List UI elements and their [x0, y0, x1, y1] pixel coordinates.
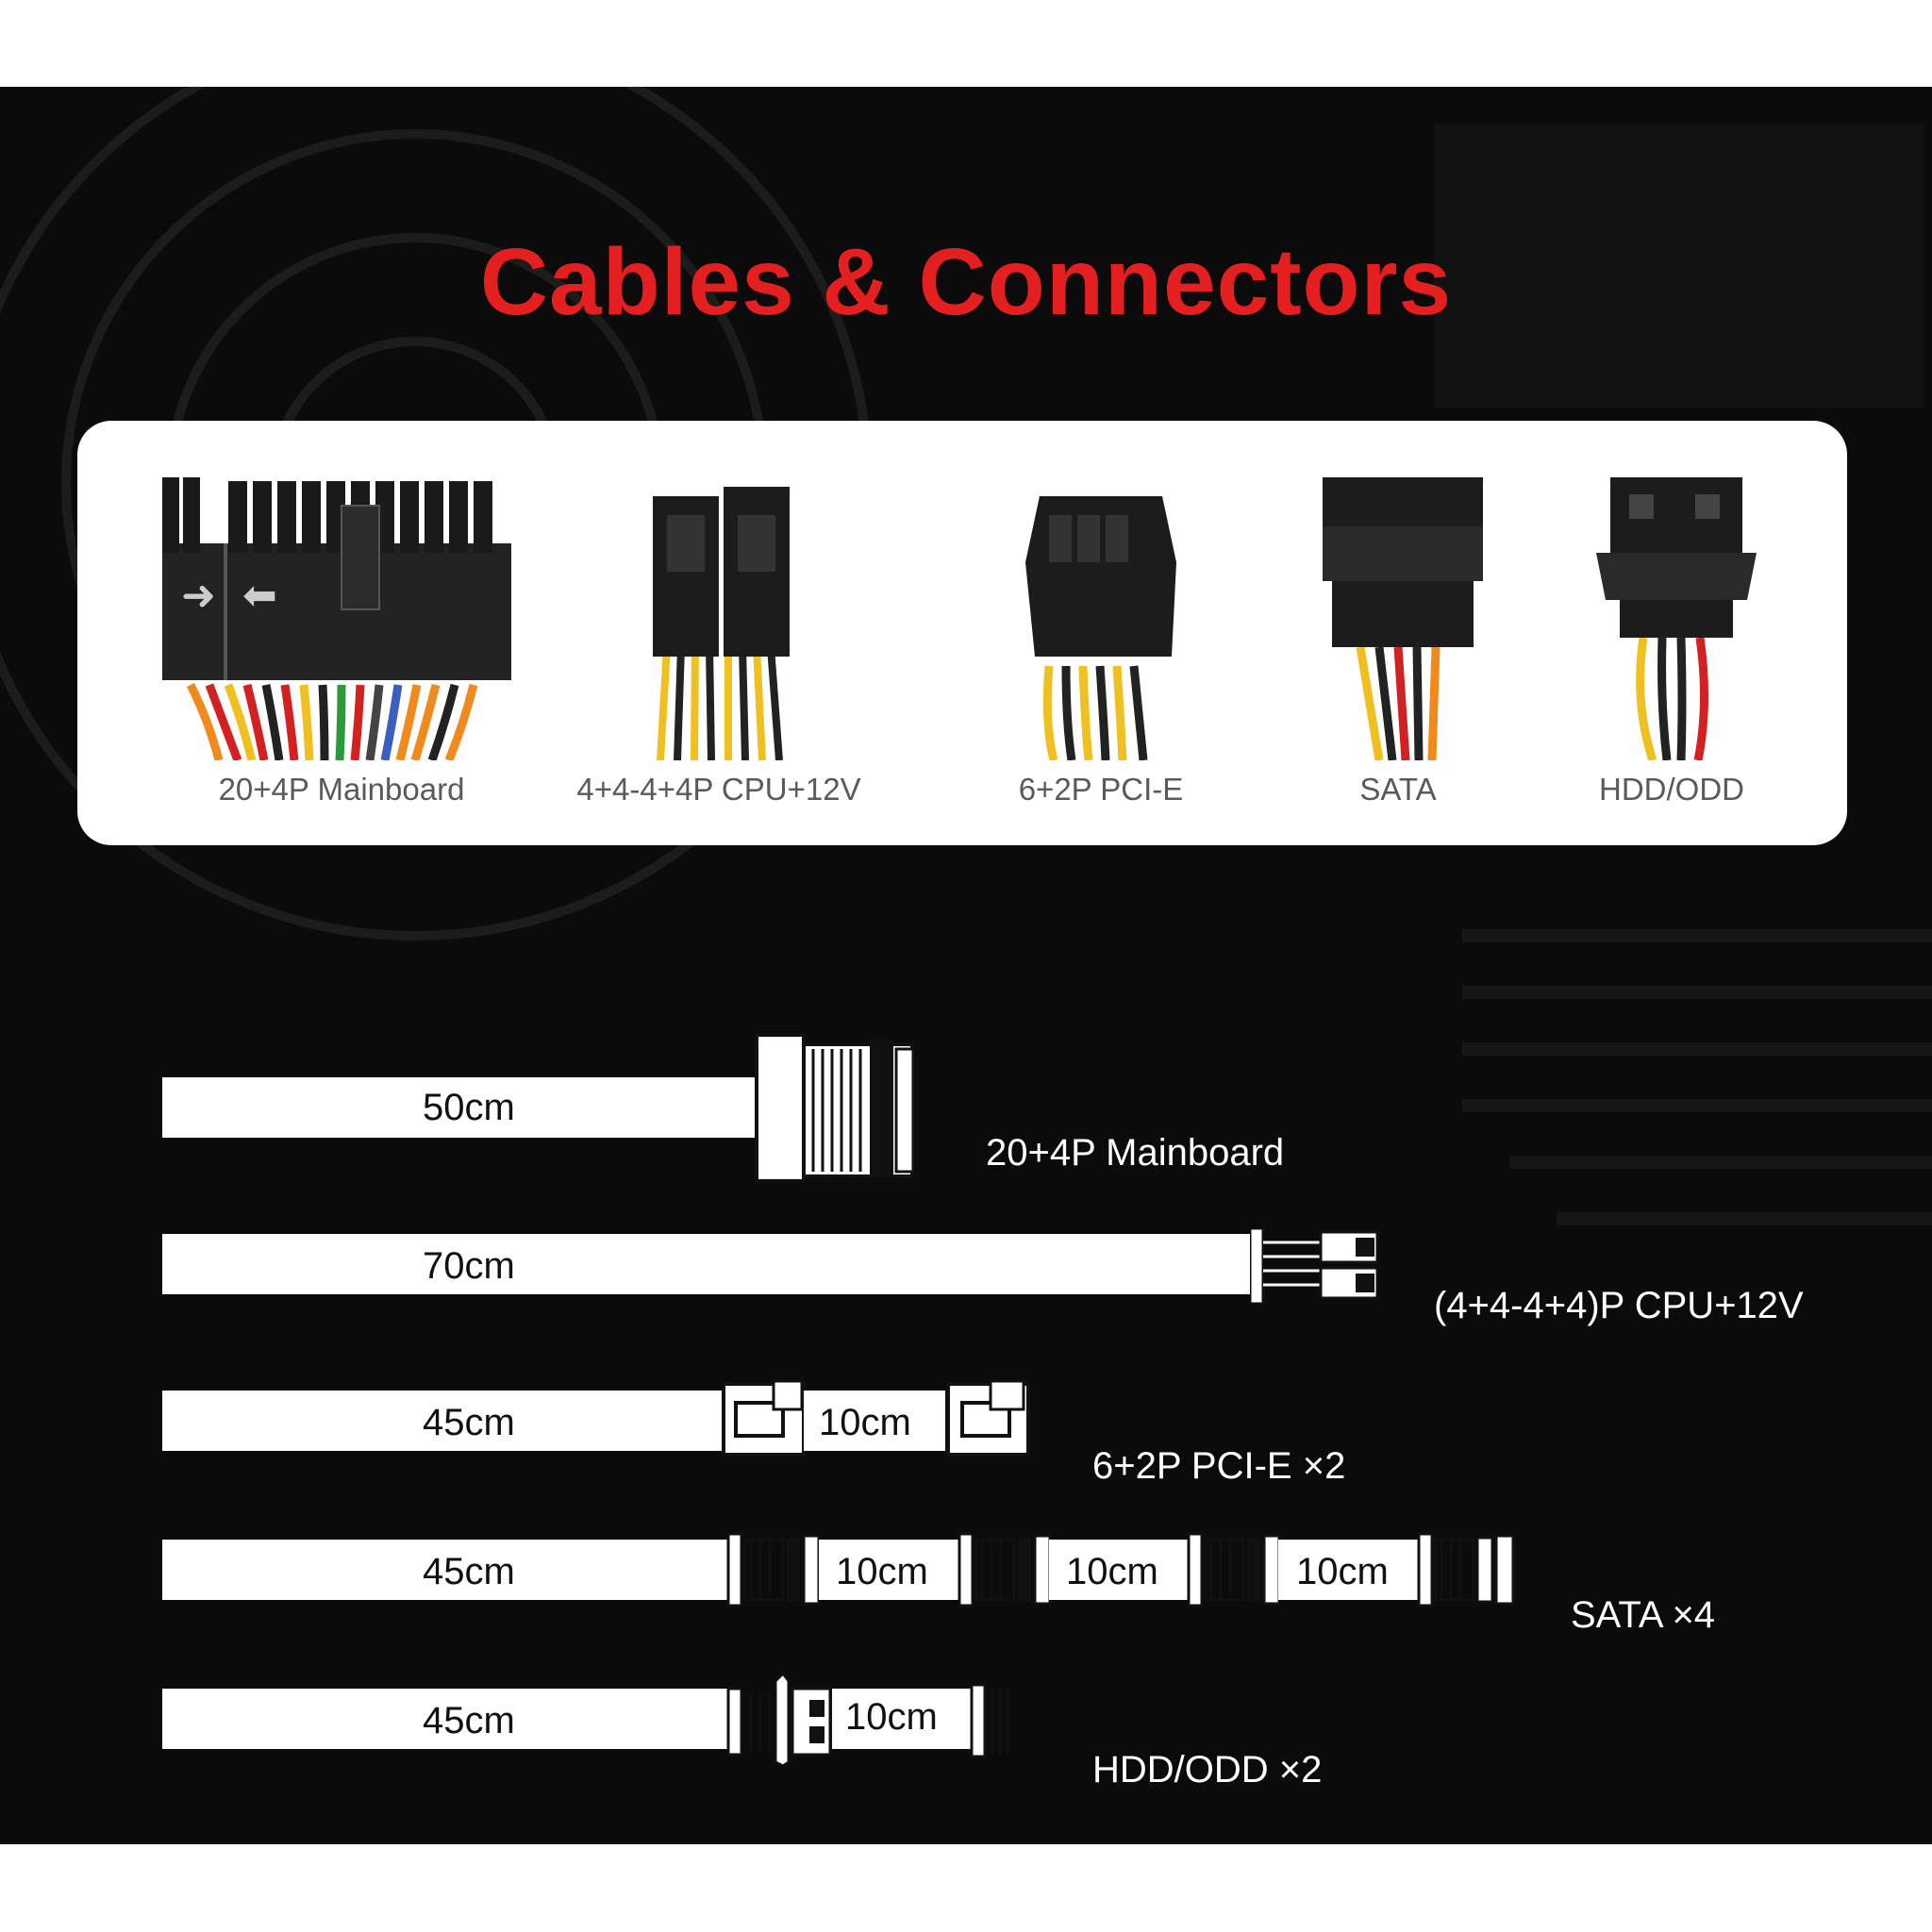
cable-label: SATA ×4 [1571, 1594, 1716, 1636]
cable-bar [832, 1689, 974, 1749]
sata-plug-icon [726, 1532, 821, 1607]
sata-plug-icon [1187, 1532, 1281, 1607]
cable-label: 6+2P PCI-E ×2 [1092, 1445, 1346, 1487]
cpu-connector-icon [653, 487, 790, 760]
cable-label: HDD/ODD ×2 [1092, 1749, 1323, 1790]
connector-label: 6+2P PCI-E [1018, 772, 1184, 807]
cable-row-cpu: 70cm (4+4-4+4)P CPU+12V [0, 1181, 1932, 1326]
connector-label: HDD/ODD [1599, 772, 1744, 807]
mainboard-plug-icon [755, 1033, 915, 1183]
cable-row-hdd: 45cm 10cm HDD/ODD ×2 [0, 1634, 1932, 1790]
cable-bar [162, 1689, 728, 1749]
sata-connector-icon [1323, 477, 1483, 760]
cable-bar [1278, 1540, 1420, 1600]
cable-length: 50cm [423, 1087, 515, 1128]
connector-mainboard: ➜ ⬅ 20+4P Mainboard [153, 477, 530, 836]
connector-cpu: 4+4-4+4P CPU+12V [530, 477, 908, 836]
molex-plug-icon [970, 1683, 1009, 1758]
sata-plug-icon [1417, 1532, 1515, 1607]
cable-label: (4+4-4+4)P CPU+12V [1434, 1285, 1804, 1326]
cable-bar [162, 1234, 1252, 1294]
cable-length: 70cm [423, 1245, 515, 1287]
cable-bar [1049, 1540, 1191, 1600]
cable-bar [162, 1540, 728, 1600]
connector-hdd: HDD/ODD [1577, 477, 1766, 836]
cable-bar [162, 1391, 728, 1451]
cable-length: 10cm [1296, 1551, 1389, 1592]
cable-length: 10cm [1066, 1551, 1158, 1592]
svg-text:⬅: ⬅ [242, 572, 277, 620]
mainboard-connector-icon: ➜ ⬅ [162, 477, 511, 760]
cable-length: 45cm [423, 1700, 515, 1741]
pcie-plug-icon [946, 1379, 1030, 1457]
cable-bar [819, 1540, 960, 1600]
cable-bar [804, 1391, 945, 1451]
cable-row-pcie: 45cm 10cm 6+2P PCI-E ×2 [0, 1332, 1932, 1487]
cpu-plug-icon [1250, 1228, 1379, 1304]
cable-row-mainboard: 50cm 20+4P Mainboard [0, 1030, 1932, 1183]
product-banner: Cables & Connectors [0, 87, 1932, 1844]
pcie-plug-icon [722, 1379, 806, 1457]
connector-label: SATA [1359, 772, 1437, 807]
cable-length: 10cm [836, 1551, 928, 1592]
pcie-connector-icon [1025, 496, 1176, 760]
cable-label: 20+4P Mainboard [986, 1132, 1285, 1174]
sata-plug-icon [958, 1532, 1052, 1607]
cable-length: 10cm [845, 1696, 938, 1738]
connector-sata: SATA [1304, 477, 1492, 836]
connector-panel: ➜ ⬅ 20+4P Mainboard [77, 421, 1847, 845]
page-title: Cables & Connectors [479, 229, 1453, 335]
cable-row-sata: 45cm 10cm 10cm 10cm [0, 1483, 1932, 1636]
molex-connector-icon [1596, 477, 1757, 760]
connector-label: 20+4P Mainboard [218, 772, 465, 807]
connector-label: 4+4-4+4P CPU+12V [576, 772, 861, 807]
cable-length: 45cm [423, 1551, 515, 1592]
cable-bar [162, 1077, 757, 1138]
svg-text:➜: ➜ [181, 572, 216, 620]
fan-background-graphic [0, 87, 1932, 1225]
cable-length: 10cm [819, 1402, 911, 1443]
cable-length: 45cm [423, 1402, 515, 1443]
connector-pcie: 6+2P PCI-E [983, 477, 1219, 836]
molex-plug-icon [726, 1672, 832, 1766]
